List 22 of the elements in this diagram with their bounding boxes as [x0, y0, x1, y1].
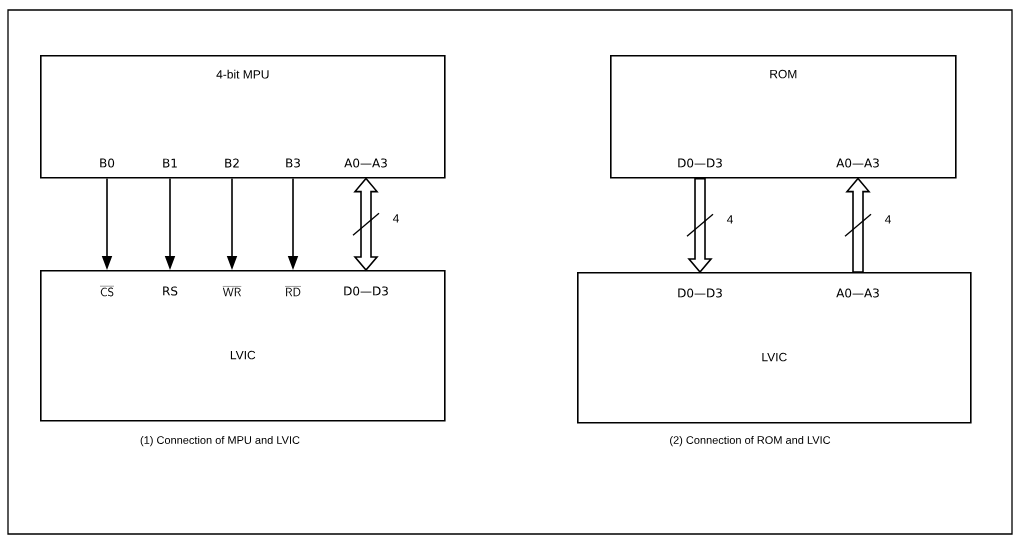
- pin-label: A0—A3: [836, 288, 879, 298]
- pin-label: D0—D3: [344, 286, 388, 296]
- pin-label: $\overline{\mathsf{RD}}$: [285, 286, 301, 297]
- bus-arrow: [353, 177, 379, 272]
- pin-label: D0—D3: [678, 288, 722, 298]
- pin-label: $\overline{\mathsf{CS}}$: [100, 286, 115, 297]
- bus-arrow: [687, 177, 713, 274]
- caption: (2) Connection of ROM and LVIC: [670, 435, 831, 447]
- edge-label: 4: [392, 214, 399, 223]
- pin-label: B2: [225, 158, 239, 168]
- pin-label: B3: [286, 158, 300, 168]
- caption: (1) Connection of MPU and LVIC: [140, 435, 300, 447]
- edge-label: 4: [884, 215, 891, 224]
- pin-label: A0—A3: [836, 158, 879, 168]
- pin-label: RS: [163, 286, 178, 296]
- edge-label: 4: [726, 215, 733, 224]
- pin-label: B0: [100, 158, 115, 168]
- pin-label: B1: [163, 158, 177, 168]
- bus-arrow: [845, 177, 871, 273]
- pin-label: D0—D3: [678, 158, 722, 168]
- pin-label: $\overline{\mathsf{WR}}$: [222, 286, 242, 297]
- pin-label: A0—A3: [344, 158, 387, 168]
